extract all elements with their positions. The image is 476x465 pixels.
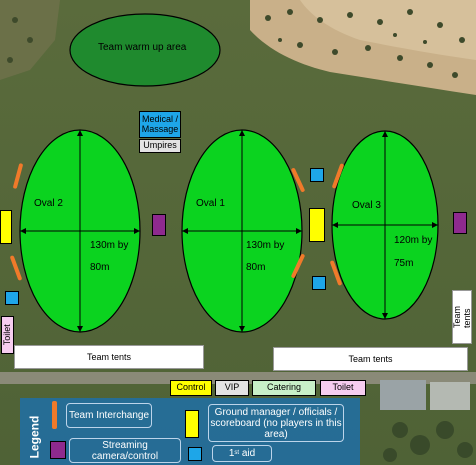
warmup-area [69,13,221,87]
legend-first-aid-suffix: aid [239,448,256,459]
oval-1-size-line2: 80m [246,262,266,273]
building [380,380,426,410]
medical-massage-box: Medical / Massage [139,111,181,138]
oval-2-size-line2: 80m [90,262,110,273]
building [430,382,470,410]
ground-manager-marker [0,210,12,244]
warmup-label: Team warm up area [98,42,187,53]
legend-title: Legend [27,415,42,459]
legend-interchange-swatch [52,401,57,429]
legend-streaming-label: Streaming camera/control [69,438,181,463]
legend-first-aid-prefix: 1 [228,448,235,459]
legend-streaming-swatch [50,441,66,459]
oval-2-name: Oval 2 [34,198,63,209]
ground-manager-marker [309,208,325,242]
oval-3-size-line1: 120m by [394,235,433,246]
tree-cluster-bottom [383,421,473,462]
dry-land-highlight [300,0,476,60]
team-tents-vertical: Team tents [452,290,472,344]
vip-box: VIP [215,380,249,396]
team-tents-right: Team tents [273,347,468,371]
toilet-box: Toilet [320,380,366,396]
oval-1-size-line1: 130m by [246,240,285,251]
legend-ground-manager-swatch [185,410,199,438]
legend-first-aid-sup: st [234,450,240,457]
oval-1-name: Oval 1 [196,198,225,209]
legend-ground-manager-label: Ground manager / officials / scoreboard … [208,404,344,442]
legend-first-aid-swatch [188,447,202,461]
first-aid-marker [5,291,19,305]
oval-3-field [331,130,439,320]
oval-2-field [19,129,141,333]
team-tents-left: Team tents [14,345,204,369]
oval-3-size-line2: 75m [394,258,414,269]
legend-title-wrap: Legend [22,412,46,462]
legend-interchange-label: Team Interchange [66,403,152,428]
oval-2-size-line1: 130m by [90,240,129,251]
first-aid-marker [310,168,324,182]
control-box: Control [170,380,212,396]
oval-3-name: Oval 3 [352,200,381,211]
streaming-camera-marker [453,212,467,234]
tree-cluster [7,9,465,78]
toilet-left-label: Toilet [1,324,12,346]
team-tents-vertical-label: Team tents [452,305,473,329]
streaming-camera-marker [152,214,166,236]
oval-1-field [181,129,303,333]
catering-box: Catering [252,380,316,396]
umpires-box: Umpires [139,139,181,153]
toilet-left-box: Toilet [1,316,14,354]
first-aid-marker [312,276,326,290]
